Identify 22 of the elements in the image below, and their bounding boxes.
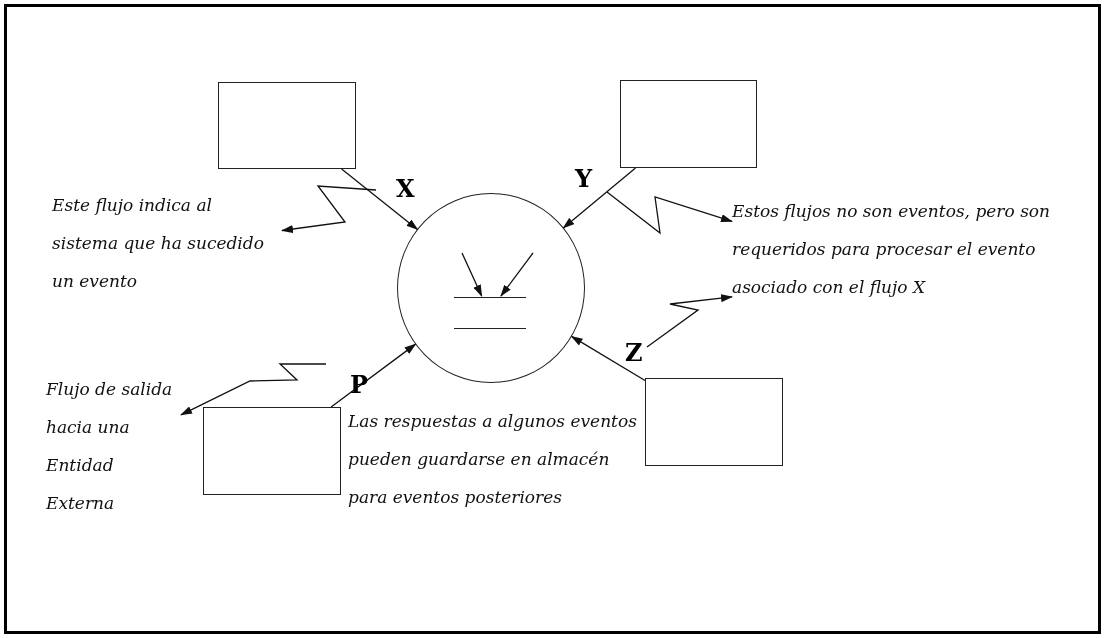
arrow <box>461 252 483 297</box>
edge-label: Y <box>575 166 593 192</box>
annotation-text: Las respuestas a algunos eventos pueden guardarse en almacén para eventos posteriores <box>348 410 638 509</box>
arrow <box>500 252 534 297</box>
annotation-text: Este flujo indica al sistema que ha sucedido un evento <box>52 186 282 306</box>
external-entity-box <box>218 82 356 169</box>
edge-label: X <box>396 176 415 202</box>
external-entity-box <box>203 407 341 495</box>
flow-arrow <box>340 168 419 231</box>
flow-arrow <box>570 335 646 382</box>
annotation-text: Flujo de salida hacia una Entidad Externa <box>46 370 181 526</box>
edge-label: Z <box>625 340 643 366</box>
zigzag-arrow <box>606 191 733 235</box>
external-entity-box <box>620 80 757 168</box>
annotation-text: Estos flujos no son eventos, pero son requeridos para procesar el evento asociado con el flujo X <box>732 192 1082 362</box>
data-store-symbol <box>454 297 526 329</box>
flow-arrow <box>330 343 417 408</box>
external-entity-box <box>645 378 783 466</box>
flow-arrow <box>562 167 637 229</box>
zigzag-arrow <box>281 185 377 233</box>
zigzag-arrow <box>646 294 733 348</box>
zigzag-arrow <box>180 363 327 416</box>
